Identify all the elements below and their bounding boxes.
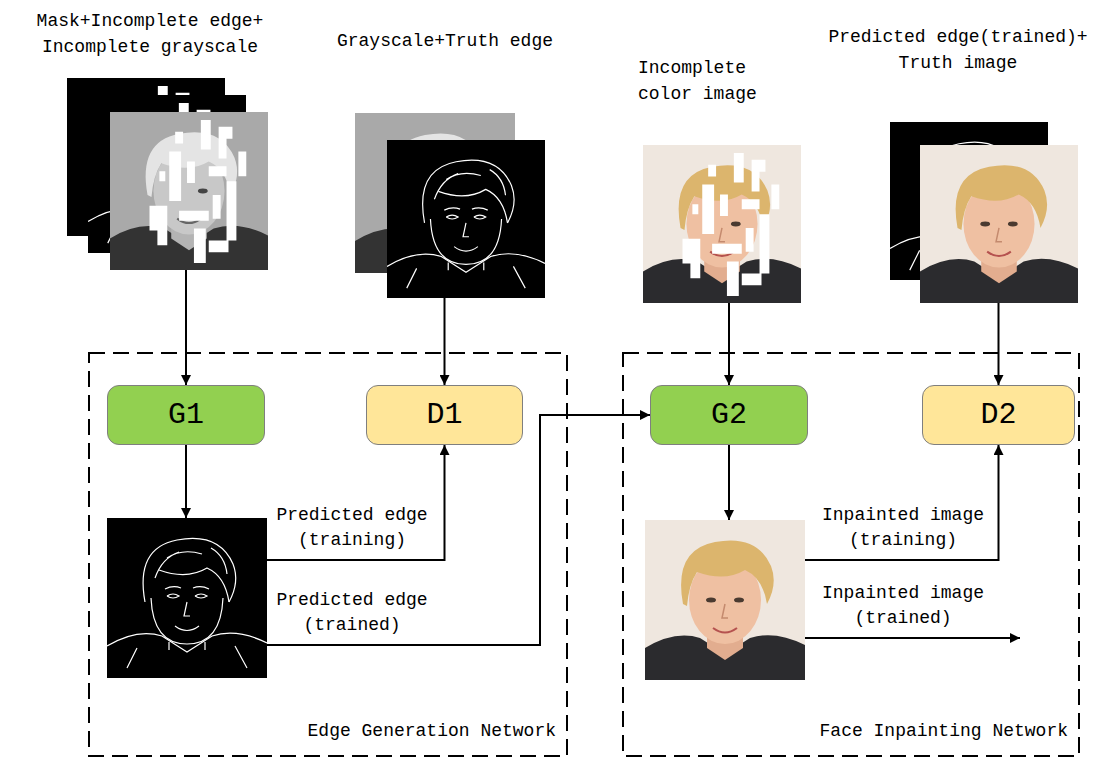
incomplete-color-image [643, 145, 801, 303]
image-node: Mask+Incomplete edge+ Incomplete graysca… [67, 78, 268, 270]
image-caption: Grayscale+Truth edge [330, 28, 560, 54]
network-label: D2 [980, 398, 1016, 432]
image-caption: Predicted edge(trained)+ Truth image [808, 24, 1108, 76]
edge-label: Predicted edge (training) [267, 503, 437, 553]
inpainted-image-output [645, 520, 805, 680]
edge-label-text: Predicted edge (trained) [276, 590, 427, 635]
edge-label-text: Inpainted image (training) [822, 505, 984, 550]
caption-text: Grayscale+Truth edge [337, 31, 553, 51]
image-node [645, 520, 805, 680]
connector-arrow [267, 445, 445, 560]
image-node: Grayscale+Truth edge [355, 113, 545, 298]
edge-label: Predicted edge (trained) [267, 588, 437, 638]
caption-text: Incomplete color image [638, 58, 757, 104]
label-text: Inpainted image (trained) [822, 583, 984, 628]
generator-box: G1 [107, 385, 265, 445]
image-node [107, 518, 267, 678]
predicted-edge-output [107, 518, 267, 678]
connector-arrow [267, 415, 650, 645]
connector-arrow [444, 298, 446, 385]
dashed-border [89, 353, 567, 756]
truth-edge-image [387, 140, 545, 298]
truth-image [920, 145, 1078, 303]
output-arrow [805, 637, 1020, 639]
discriminator-box: D2 [922, 385, 1075, 445]
image-node: Predicted edge(trained)+ Truth image [890, 122, 1078, 303]
connector-arrow [728, 303, 730, 385]
network-label: D1 [426, 398, 462, 432]
connector-arrow [185, 445, 187, 518]
network-label: G1 [168, 398, 204, 432]
group-heading: Edge Generation Network [308, 719, 556, 743]
network-label: G2 [711, 398, 747, 432]
network-group: G1 D1Edge Generation Network [88, 352, 568, 757]
dashed-border [623, 353, 1079, 756]
image-node: Incomplete color image [643, 145, 801, 303]
image-caption: Mask+Incomplete edge+ Incomplete graysca… [25, 8, 275, 60]
edge-label: Inpainted image (training) [818, 503, 988, 553]
edge-label-text: Predicted edge (training) [276, 505, 427, 550]
incomplete-grayscale-image [110, 112, 268, 270]
connector-arrow [185, 270, 187, 385]
caption-text: Mask+Incomplete edge+ Incomplete graysca… [37, 11, 264, 57]
generator-box: G2 [650, 385, 808, 445]
network-group: G2 D2Face Inpainting Network [622, 352, 1080, 757]
heading-text: Edge Generation Network [308, 721, 556, 741]
connector-arrow [805, 445, 999, 560]
discriminator-box: D1 [366, 385, 523, 445]
image-caption: Incomplete color image [638, 55, 773, 107]
connector-arrow [728, 445, 730, 520]
group-heading: Face Inpainting Network [820, 719, 1068, 743]
connector-arrow [998, 303, 1000, 385]
caption-text: Predicted edge(trained)+ Truth image [828, 27, 1087, 73]
heading-text: Face Inpainting Network [820, 721, 1068, 741]
output-label: Inpainted image (trained) [818, 581, 988, 631]
